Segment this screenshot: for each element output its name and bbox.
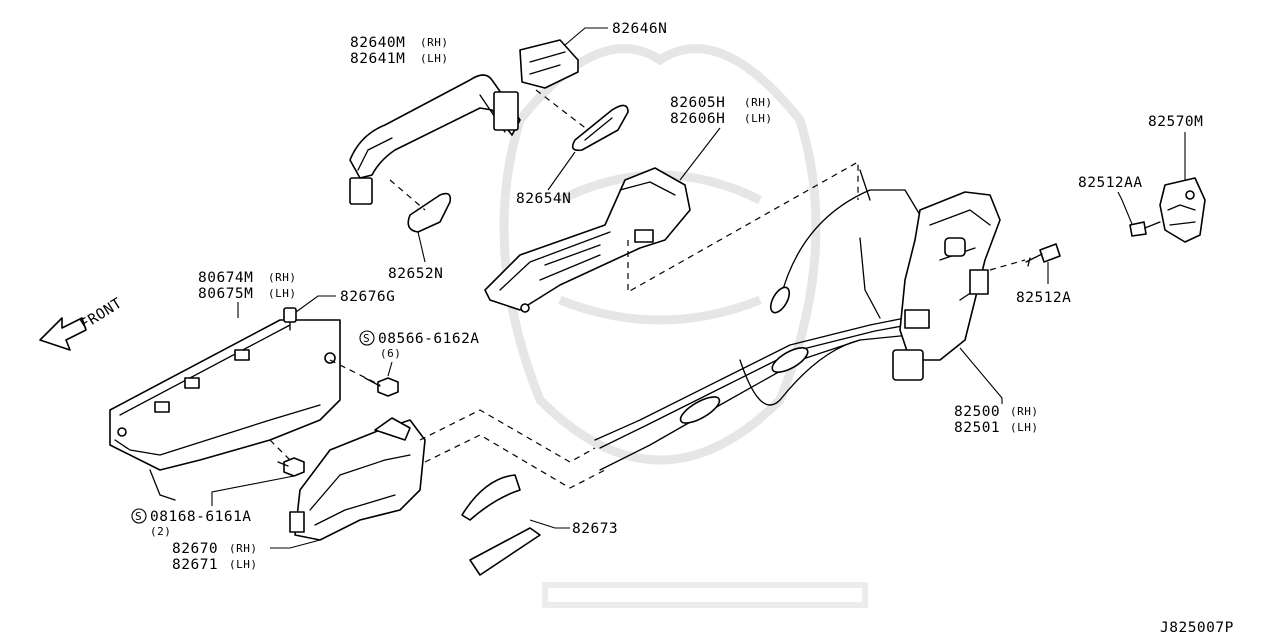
- clip-82676g[interactable]: [283, 307, 297, 331]
- label-82654n: 82654N: [516, 191, 571, 207]
- bolt-82512a[interactable]: [1025, 243, 1061, 267]
- label-82500-side: (RH): [1010, 405, 1039, 418]
- label-82606h: 82606H: [670, 111, 725, 127]
- label-08168-qty: (2): [150, 525, 171, 538]
- screw-symbol-08566: S: [359, 330, 375, 346]
- bracket-80674m[interactable]: [109, 319, 341, 501]
- screw-s-glyph-08168: S: [135, 510, 142, 523]
- diagram-id: J825007P: [1160, 620, 1234, 636]
- label-80674m-side: (RH): [268, 271, 297, 284]
- bolt-82512aa[interactable]: [1129, 221, 1161, 237]
- label-82606h-side: (LH): [744, 112, 773, 125]
- striker-82570m[interactable]: [1159, 177, 1206, 243]
- label-08168: 08168-6161A: [150, 509, 252, 525]
- cover-82673[interactable]: [461, 474, 541, 576]
- handle-base-82605h[interactable]: [484, 167, 691, 313]
- label-82652n: 82652N: [388, 266, 443, 282]
- label-82641m: 82641M: [350, 51, 405, 67]
- label-08566-qty: (6): [380, 347, 401, 360]
- label-82501: 82501: [954, 420, 1000, 436]
- label-82671-side: (LH): [229, 558, 258, 571]
- gasket-82652n[interactable]: [407, 192, 452, 233]
- label-82512a: 82512A: [1016, 290, 1071, 306]
- label-82605h: 82605H: [670, 95, 725, 111]
- label-82640m: 82640M: [350, 35, 405, 51]
- label-82500: 82500: [954, 404, 1000, 420]
- label-82570m: 82570M: [1148, 114, 1203, 130]
- outside-handle-82640m[interactable]: [349, 74, 521, 205]
- screw-08566[interactable]: [364, 377, 399, 397]
- label-82671: 82671: [172, 557, 218, 573]
- gasket-82654n[interactable]: [571, 104, 629, 152]
- label-82641m-side: (LH): [420, 52, 449, 65]
- label-80674m: 80674M: [198, 270, 253, 286]
- inside-handle-82670[interactable]: [289, 417, 426, 541]
- label-82670-side: (RH): [229, 542, 258, 555]
- screw-08168[interactable]: [277, 457, 305, 477]
- front-arrow: FRONT: [39, 295, 126, 351]
- label-80675m-side: (LH): [268, 287, 297, 300]
- label-08566: 08566-6162A: [378, 331, 480, 347]
- label-82673: 82673: [572, 521, 618, 537]
- label-82640m-side: (RH): [420, 36, 449, 49]
- label-82605h-side: (RH): [744, 96, 773, 109]
- label-82670: 82670: [172, 541, 218, 557]
- label-82501-side: (LH): [1010, 421, 1039, 434]
- label-82646n: 82646N: [612, 21, 667, 37]
- handle-cap-82646n[interactable]: [519, 39, 579, 89]
- label-80675m: 80675M: [198, 286, 253, 302]
- watermark-logo: [499, 44, 868, 608]
- screw-symbol-08168: S: [131, 508, 147, 524]
- screw-s-glyph-08566: S: [363, 332, 370, 345]
- front-label: FRONT: [78, 295, 126, 333]
- label-82676g: 82676G: [340, 289, 395, 305]
- lock-cable[interactable]: [594, 169, 921, 471]
- label-82512aa: 82512AA: [1078, 175, 1143, 191]
- door-lock-82500[interactable]: [892, 191, 1001, 381]
